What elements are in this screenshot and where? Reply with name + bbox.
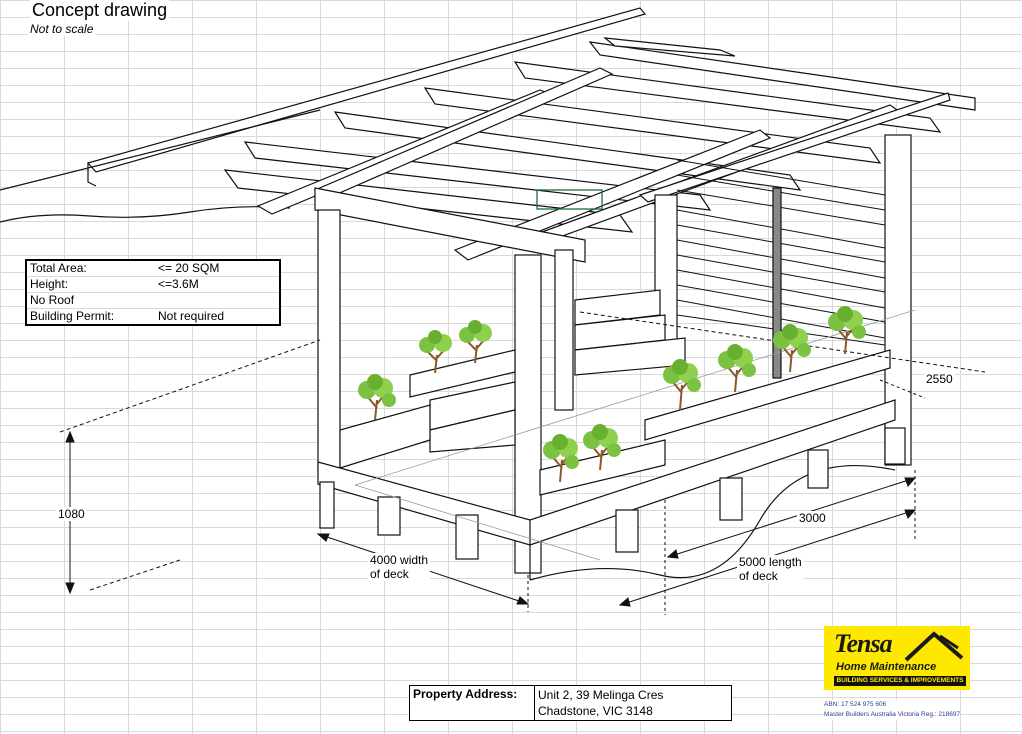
logo-brand: Tensa — [834, 629, 893, 658]
logo-tagline: Home Maintenance — [836, 661, 937, 673]
height-dimension-label: 1080 — [56, 507, 87, 521]
company-logo: Tensa Home Maintenance BUILDING SERVICES… — [824, 626, 970, 690]
width-dimension-label: 4000 width of deck — [368, 553, 431, 581]
spec-value: <=3.6M — [155, 276, 280, 293]
spec-label: Height: — [26, 276, 155, 293]
spec-row: Height: <=3.6M — [26, 276, 280, 293]
address-line2: Chadstone, VIC 3148 — [538, 704, 653, 718]
spec-row: Building Permit: Not required — [26, 308, 280, 325]
spec-label: Total Area: — [30, 261, 87, 275]
spec-value: <= 20 SQM — [158, 261, 220, 275]
drawing-title: Concept drawing — [30, 0, 170, 21]
length-label-line2: of deck — [739, 569, 778, 583]
spec-label: Building Permit: — [26, 308, 155, 325]
spec-value: Not required — [155, 308, 280, 325]
length-label-line1: 5000 length — [739, 555, 802, 569]
width-label-line2: of deck — [370, 567, 409, 581]
spec-value — [155, 292, 280, 309]
spec-label: No Roof — [26, 292, 155, 309]
address-line1: Unit 2, 39 Melinga Cres — [538, 688, 664, 702]
depth-dimension-label: 2550 — [924, 372, 955, 386]
abn-number: ABN: 17 524 975 606 — [824, 701, 887, 708]
length-dimension-label: 5000 length of deck — [737, 555, 804, 583]
width-label-line1: 4000 width — [370, 553, 429, 567]
mba-registration: Master Builders Australia Victoria Reg.:… — [824, 711, 961, 718]
house-roof-icon — [904, 631, 964, 662]
spec-table: Total Area: <= 20 SQM Height: <=3.6M No … — [25, 259, 281, 326]
spec-row: No Roof — [26, 292, 280, 309]
rail-dimension-label: 3000 — [797, 511, 828, 525]
company-registration: ABN: 17 524 975 606 Master Builders Aust… — [824, 700, 961, 720]
property-address-label: Property Address: — [410, 686, 535, 720]
property-address-value: Unit 2, 39 Melinga Cres Chadstone, VIC 3… — [535, 686, 666, 720]
spec-row: Total Area: <= 20 SQM — [26, 260, 280, 277]
property-address-box: Property Address: Unit 2, 39 Melinga Cre… — [409, 685, 732, 721]
drawing-subtitle: Not to scale — [28, 22, 96, 36]
logo-bar: BUILDING SERVICES & IMPROVEMENTS — [834, 676, 966, 686]
